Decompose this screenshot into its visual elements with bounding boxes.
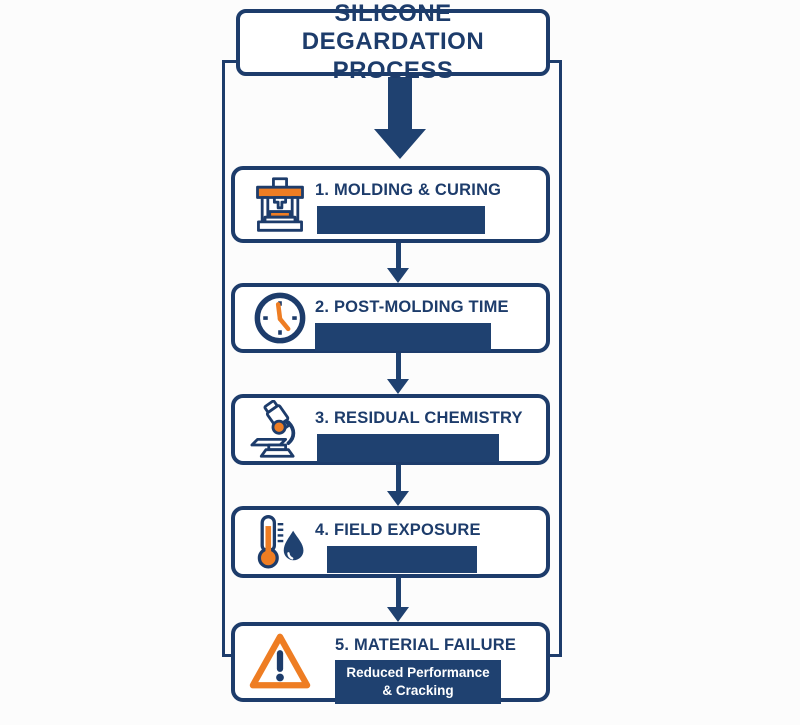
redacted-detail-bar	[317, 206, 485, 234]
step-box-residual-chemistry: 3. RESIDUAL CHEMISTRY	[231, 394, 550, 465]
step-label: 5. MATERIAL FAILURE	[335, 636, 517, 654]
title-box: SILICONE DEGARDATION PROCESS	[236, 0, 550, 84]
step-label: 2. POST-MOLDING TIME	[315, 298, 509, 316]
big-down-arrow-icon	[374, 77, 426, 159]
step-box-field-exposure: 4. FIELD EXPOSURE	[231, 506, 550, 578]
failure-result-bar: Reduced Performance & Cracking	[335, 660, 501, 705]
warning-triangle-icon	[247, 629, 313, 695]
page-title: SILICONE DEGARDATION PROCESS	[301, 0, 485, 84]
thermometer-droplet-icon	[247, 509, 313, 575]
step-label: 3. RESIDUAL CHEMISTRY	[315, 409, 523, 427]
molding-press-icon	[247, 172, 313, 238]
down-arrow-icon	[384, 576, 412, 622]
step-box-molding-curing: 1. MOLDING & CURING	[231, 166, 550, 243]
redacted-detail-bar	[317, 434, 499, 462]
down-arrow-icon	[384, 463, 412, 506]
step-label: 4. FIELD EXPOSURE	[315, 521, 481, 539]
step-box-post-molding-time: 2. POST-MOLDING TIME	[231, 283, 550, 353]
redacted-detail-bar	[315, 323, 491, 351]
step-label: 1. MOLDING & CURING	[315, 181, 502, 199]
step-box-material-failure: 5. MATERIAL FAILURE Reduced Performance …	[231, 622, 550, 705]
down-arrow-icon	[384, 241, 412, 283]
clock-icon	[247, 285, 313, 351]
microscope-icon	[247, 397, 313, 463]
down-arrow-icon	[384, 351, 412, 394]
redacted-detail-bar	[327, 546, 477, 573]
